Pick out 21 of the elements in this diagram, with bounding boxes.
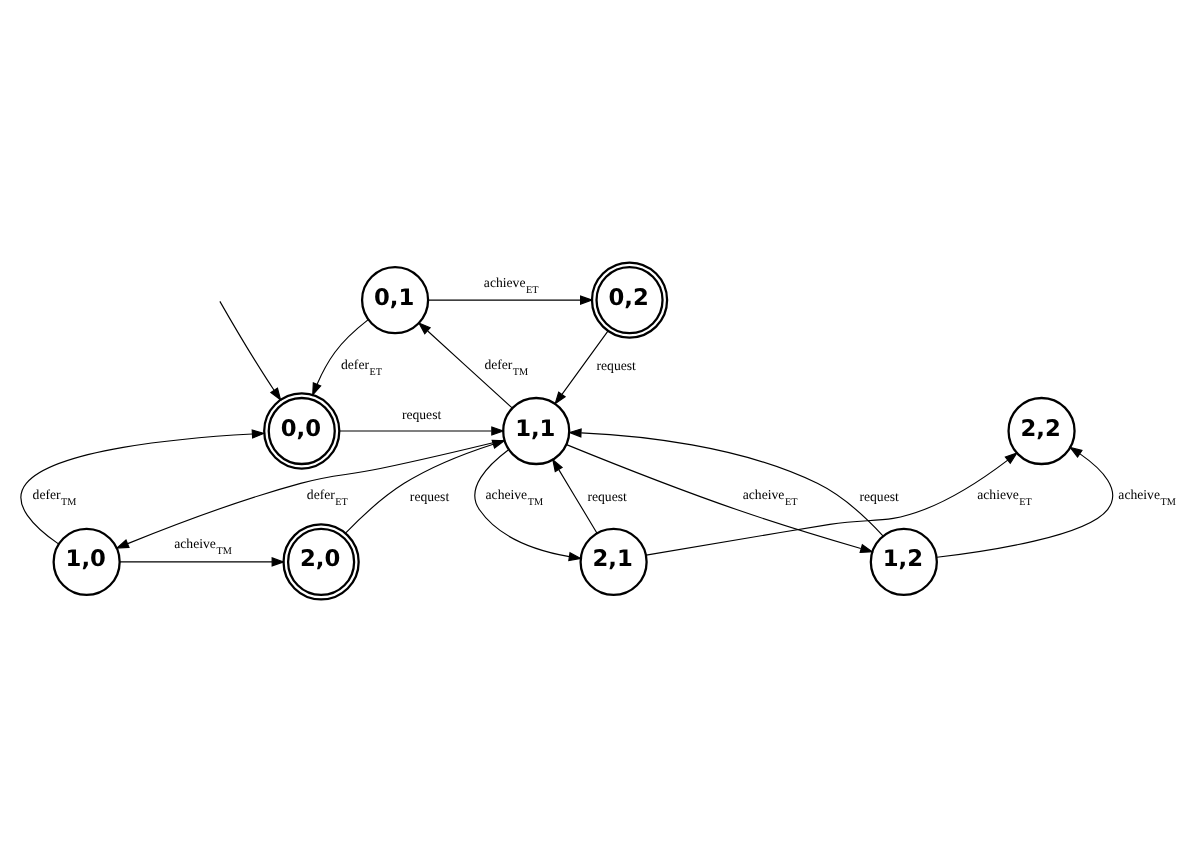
arrow — [551, 457, 598, 533]
arrow — [567, 427, 884, 536]
node-circle: 1,0 — [52, 526, 121, 596]
arrow — [119, 556, 286, 566]
arrow — [554, 329, 609, 405]
arrow — [417, 320, 513, 408]
node-circle: 1,2 — [869, 526, 938, 596]
arrow — [936, 445, 1114, 557]
arrow — [312, 318, 369, 396]
arrow — [115, 438, 505, 548]
node-circle: 2,2 — [1007, 395, 1076, 465]
arrow — [427, 294, 594, 304]
arrow — [338, 425, 505, 435]
node-circle: 2,1 — [579, 526, 648, 596]
arrow — [20, 428, 266, 544]
arrow — [565, 443, 874, 553]
node-circle: 1,1 — [502, 395, 571, 465]
arrow — [645, 451, 1019, 555]
arrow — [474, 448, 583, 561]
arrow — [344, 438, 506, 533]
arrow — [219, 299, 282, 401]
